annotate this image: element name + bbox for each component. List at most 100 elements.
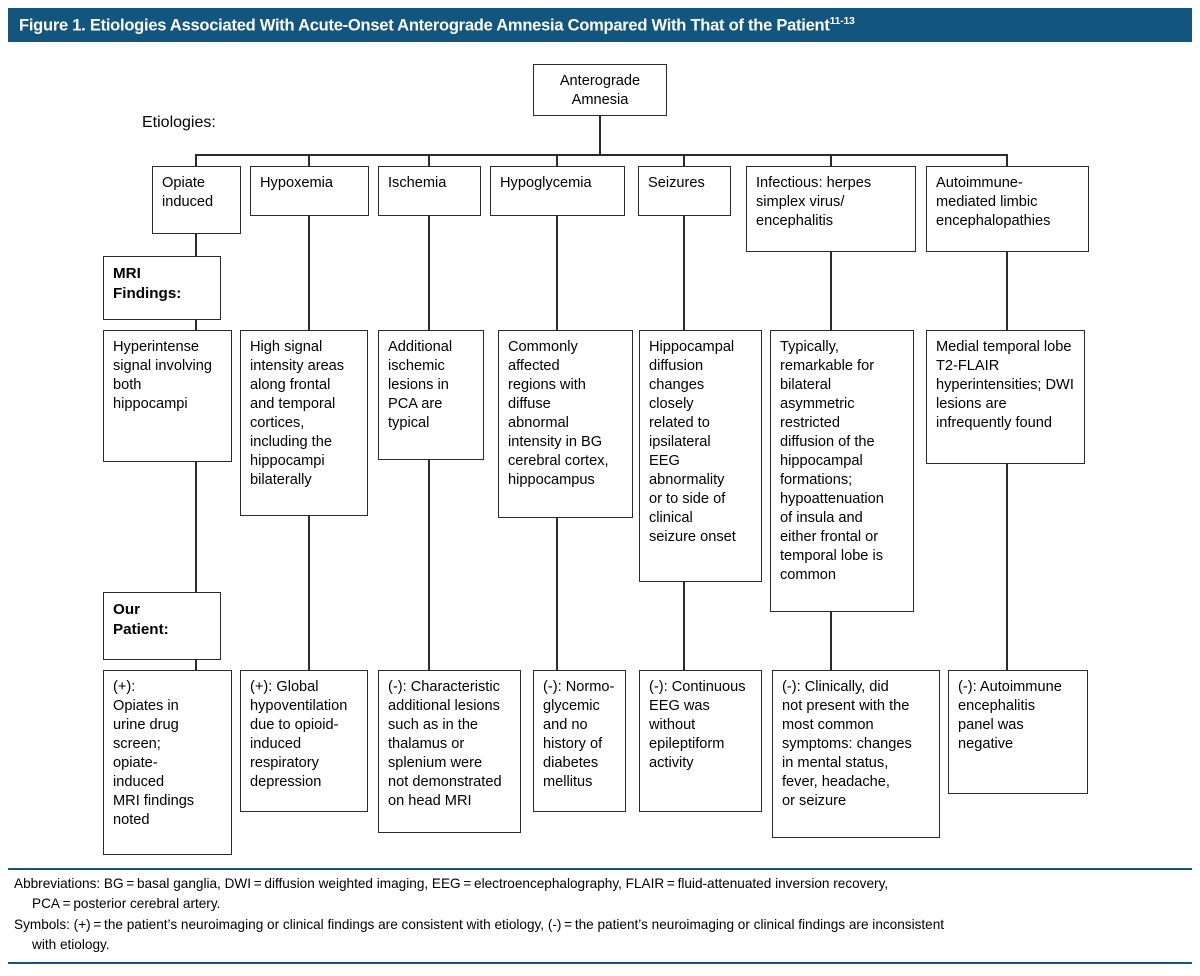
- node-etiology-5-line-1: Seizures: [648, 175, 705, 191]
- connector-etiology-to-mri-6: [830, 252, 832, 330]
- node-mri-finding-1-line-4: hippocampi: [113, 395, 188, 412]
- node-etiology-2: Hypoxemia: [250, 166, 369, 216]
- node-etiology-6-line-1: Infectious: herpes: [756, 175, 872, 191]
- connector-bus-to-etiology-3: [428, 154, 430, 166]
- node-mri-finding-3-line-5: typical: [388, 414, 430, 431]
- node-patient-finding-1-line-6: induced: [113, 773, 165, 790]
- connector-root-stem: [599, 116, 601, 154]
- connector-etiology-to-mri-3: [428, 216, 430, 330]
- node-mri-finding-7-line-5: infrequently found: [936, 414, 1053, 431]
- node-mri-finding-3: Additional ischemic lesions in PCA are typic…: [378, 330, 484, 460]
- node-mri-finding-3-line-3: lesions in: [388, 376, 449, 393]
- node-mri-finding-2-line-6: including the: [250, 433, 332, 450]
- node-mri-finding-6-line-12: temporal lobe is: [780, 547, 884, 564]
- node-patient-finding-1-line-4: screen;: [113, 735, 161, 752]
- node-patient-finding-3-line-2: additional lesions: [388, 697, 500, 714]
- node-label-our-patient-line-1: Our: [113, 601, 141, 618]
- node-patient-finding-1-line-1: (+):: [113, 679, 136, 695]
- node-mri-finding-3-line-1: Additional: [388, 339, 453, 355]
- footnote-symbols-line1: Symbols: (+) = the patient’s neuroimagin…: [14, 916, 945, 932]
- node-mri-finding-6-line-11: either frontal or: [780, 528, 879, 545]
- node-patient-finding-4-line-3: and no: [543, 716, 588, 733]
- node-patient-finding-5-line-1: (-): Continuous: [649, 679, 746, 695]
- node-label-our-patient-line-2: Patient:: [113, 620, 169, 638]
- node-patient-finding-7-line-1: (-): Autoimmune: [958, 679, 1062, 695]
- node-patient-finding-4-line-6: mellitus: [543, 773, 593, 790]
- node-etiology-4-line-1: Hypoglycemia: [500, 175, 592, 191]
- node-etiology-1-line-2: induced: [162, 193, 214, 210]
- node-mri-finding-3-line-4: PCA are: [388, 395, 443, 412]
- node-patient-finding-1-line-5: opiate-: [113, 754, 158, 771]
- node-patient-finding-1-line-3: urine drug: [113, 716, 179, 733]
- node-mri-finding-2-line-3: along frontal: [250, 376, 331, 393]
- connector-bus-to-etiology-5: [683, 154, 685, 166]
- node-patient-finding-3-line-7: on head MRI: [388, 792, 472, 809]
- node-mri-finding-2-line-1: High signal: [250, 339, 323, 355]
- node-mri-finding-5-line-6: ipsilateral: [649, 433, 711, 450]
- node-patient-finding-2-line-1: (+): Global: [250, 679, 319, 695]
- node-mri-finding-2-line-4: and temporal: [250, 395, 336, 412]
- node-patient-finding-6-line-3: most common: [782, 716, 874, 733]
- connector-etiology-to-mri-5: [683, 216, 685, 330]
- node-mri-finding-1-line-1: Hyperintense: [113, 339, 199, 355]
- node-etiology-1-line-1: Opiate: [162, 175, 205, 191]
- node-patient-finding-6-line-5: in mental status,: [782, 754, 889, 771]
- node-mri-finding-4-line-6: intensity in BG: [508, 433, 603, 450]
- node-mri-finding-4-line-2: affected: [508, 357, 560, 374]
- node-mri-finding-5-line-10: clinical: [649, 509, 693, 526]
- node-patient-finding-3-line-3: such as in the: [388, 716, 479, 733]
- node-mri-finding-6-line-8: formations;: [780, 471, 853, 488]
- etiologies-section-label: Etiologies:: [142, 114, 216, 131]
- node-patient-finding-7-line-4: negative: [958, 735, 1014, 752]
- node-mri-finding-2-line-2: intensity areas: [250, 357, 345, 374]
- node-mri-finding-6-line-7: hippocampal: [780, 452, 863, 469]
- node-patient-finding-1-line-2: Opiates in: [113, 697, 179, 714]
- node-mri-finding-2: High signal intensity areas along frontal a…: [240, 330, 368, 516]
- connector-mri-to-patient-4: [556, 518, 558, 670]
- node-mri-finding-6-line-2: remarkable for: [780, 357, 875, 374]
- node-patient-finding-2-line-6: depression: [250, 773, 322, 790]
- node-mri-finding-6-line-10: of insula and: [780, 509, 863, 526]
- node-patient-finding-4-line-5: diabetes: [543, 754, 599, 771]
- node-mri-finding-4-line-3: regions with: [508, 376, 586, 393]
- node-mri-finding-6-line-3: bilateral: [780, 376, 832, 393]
- node-mri-finding-7-line-3: hyperintensities; DWI: [936, 376, 1074, 393]
- node-patient-finding-4-line-1: (-): Normo-: [543, 679, 615, 695]
- node-patient-finding-3-line-4: thalamus or: [388, 735, 465, 752]
- node-mri-finding-1-line-2: signal involving: [113, 357, 212, 374]
- footnote-divider-top: [8, 868, 1192, 871]
- node-etiology-3: Ischemia: [378, 166, 481, 216]
- node-patient-finding-5-line-3: without: [649, 716, 696, 733]
- node-etiology-2-line-1: Hypoxemia: [260, 175, 333, 191]
- connector-mri-to-patient-1: [195, 462, 197, 670]
- node-patient-finding-2-line-2: hypoventilation: [250, 697, 348, 714]
- node-mri-finding-3-line-2: ischemic: [388, 357, 445, 374]
- connector-bus-to-etiology-4: [556, 154, 558, 166]
- node-mri-finding-5-line-3: changes: [649, 376, 705, 393]
- connector-etiology-to-mri-2: [308, 216, 310, 330]
- node-patient-finding-6-line-7: or seizure: [782, 792, 847, 809]
- footnotes-block: Abbreviations: BG = basal ganglia, DWI =…: [14, 874, 1190, 955]
- connector-etiology-to-mri-7: [1006, 252, 1008, 330]
- node-mri-finding-2-line-7: hippocampi: [250, 452, 325, 469]
- node-patient-finding-5-line-4: epileptiform: [649, 735, 725, 752]
- node-patient-finding-3-line-1: (-): Characteristic: [388, 679, 500, 695]
- connector-bus-to-etiology-7: [1006, 154, 1008, 166]
- node-etiology-5: Seizures: [638, 166, 731, 216]
- node-patient-finding-2-line-3: due to opioid-: [250, 716, 339, 733]
- node-patient-finding-7-line-2: encephalitis: [958, 697, 1036, 714]
- node-patient-finding-3-line-6: not demonstrated: [388, 773, 502, 790]
- node-etiology-6-line-3: encephalitis: [756, 212, 834, 229]
- node-mri-finding-5-line-9: or to side of: [649, 490, 726, 507]
- connector-bus-to-etiology-2: [308, 154, 310, 166]
- node-mri-finding-4-line-8: hippocampus: [508, 471, 595, 488]
